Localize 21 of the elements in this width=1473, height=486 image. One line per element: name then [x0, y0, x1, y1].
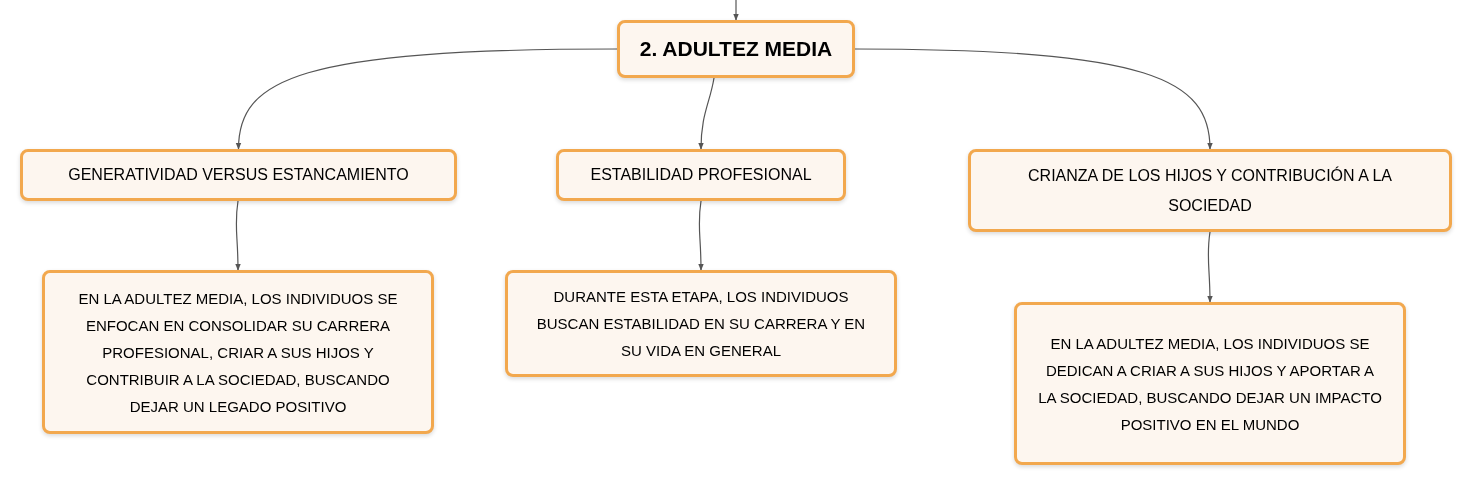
description-box — [42, 270, 434, 434]
arrow — [236, 48, 618, 150]
node-text: 2. ADULTEZ MEDIA — [639, 36, 833, 63]
arrow — [698, 77, 715, 150]
topic-box — [20, 149, 457, 201]
topic-box — [968, 149, 1452, 232]
node-text: CRIANZA DE LOS HIJOS Y CONTRIBUCIÓN A LA SOCIEDAD — [1027, 165, 1393, 216]
arrow — [698, 200, 704, 271]
description-box — [1014, 302, 1406, 465]
arrow — [733, 0, 739, 21]
central-topic-box — [617, 20, 855, 78]
description-box — [505, 270, 897, 377]
arrow — [1207, 231, 1213, 303]
node-text: GENERATIVIDAD VERSUS ESTANCAMIENTO — [68, 165, 409, 185]
arrow — [235, 200, 241, 271]
node-text: ESTABILIDAD PROFESIONAL — [590, 165, 812, 185]
node-text: EN LA ADULTEZ MEDIA, LOS INDIVIDUOS SE DEDICAN A CRIAR A SUS HIJOS Y APORTAR A LA SOCIEDAD, BUSCANDO DEJAR UN IMPACTO POSITIVO EN EL MUNDO — [1037, 333, 1383, 435]
node-text: DURANTE ESTA ETAPA, LOS INDIVIDUOS BUSCAN ESTABILIDAD EN SU CARRERA Y EN SU VIDA EN GENERAL — [535, 287, 867, 361]
node-text: EN LA ADULTEZ MEDIA, LOS INDIVIDUOS SE ENFOCAN EN CONSOLIDAR SU CARRERA PROFESIONAL, CRIAR A SUS HIJOS Y CONTRIBUIR A LA SOCIEDAD, BUSCANDO DEJAR UN LEGADO POSITIVO — [77, 288, 399, 417]
topic-box — [556, 149, 846, 201]
arrow — [854, 48, 1213, 150]
